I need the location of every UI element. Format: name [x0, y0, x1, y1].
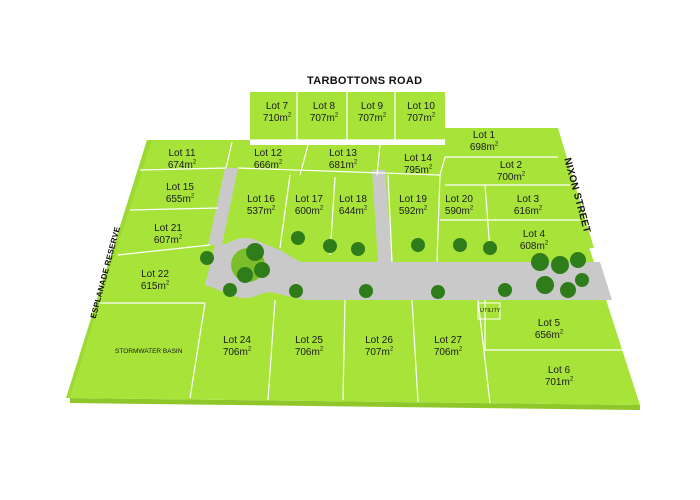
lot-label: Lot 9 707m2	[358, 101, 386, 125]
lot-name: Lot 5	[537, 318, 561, 329]
lot-area: 592m2	[398, 205, 428, 217]
lot-area: 707m2	[364, 346, 394, 358]
lot-label: Lot 18 644m2	[339, 194, 367, 218]
utility-box	[477, 302, 501, 320]
lot-name: Lot 2	[499, 160, 523, 171]
lot-area: 537m2	[246, 205, 276, 217]
lot-area: 706m2	[433, 346, 463, 358]
lot-name: Lot 21	[154, 223, 182, 234]
lot-area: 701m2	[544, 376, 574, 388]
lot-area: 700m2	[496, 171, 526, 183]
lot-area: 706m2	[222, 346, 252, 358]
lot-name: Lot 1	[472, 130, 496, 141]
lot-name: Lot 11	[168, 148, 196, 159]
lot-area: 707m2	[309, 112, 339, 124]
map-side-shade	[70, 398, 640, 410]
lot-label: Lot 19 592m2	[399, 194, 427, 218]
lot-area: 616m2	[513, 205, 543, 217]
lot-name: Lot 7	[265, 101, 289, 112]
lot-label: Lot 24 706m2	[223, 335, 251, 359]
lot-label: Lot 7 710m2	[263, 101, 291, 125]
lot-label: Lot 22 615m2	[141, 269, 169, 293]
lot-label: Lot 21 607m2	[154, 223, 182, 247]
lot-label: Lot 8 707m2	[310, 101, 338, 125]
lot-name: Lot 15	[166, 182, 194, 193]
lot-area: 707m2	[406, 112, 436, 124]
lot-area: 698m2	[469, 141, 499, 153]
lot-label: Lot 11 674m2	[168, 148, 196, 172]
lot-name: Lot 19	[399, 194, 427, 205]
lot-label: Lot 26 707m2	[365, 335, 393, 359]
lot-label: Lot 12 666m2	[254, 148, 282, 172]
lot-label: Lot 16 537m2	[247, 194, 275, 218]
lot-area: 706m2	[294, 346, 324, 358]
lot-label: Lot 25 706m2	[295, 335, 323, 359]
lot-label: Lot 14 795m2	[404, 153, 432, 177]
lot-label: Lot 13 681m2	[329, 148, 357, 172]
lot-name: Lot 22	[141, 269, 169, 280]
esplanade-reserve-strip	[66, 140, 152, 398]
lot-area: 656m2	[534, 329, 564, 341]
lot-label: Lot 17 600m2	[295, 194, 323, 218]
street-trees	[200, 231, 589, 299]
lot-label: Lot 3 616m2	[514, 194, 542, 218]
lot-name: Lot 17	[295, 194, 323, 205]
lot-name: Lot 13	[329, 148, 357, 159]
lot-area: 707m2	[357, 112, 387, 124]
lot-area: 795m2	[403, 164, 433, 176]
lot-boundaries	[100, 92, 628, 404]
lot-area: 607m2	[153, 234, 183, 246]
lot-label: Lot 20 590m2	[445, 194, 473, 218]
lot-label: Lot 10 707m2	[407, 101, 435, 125]
lot-area: 666m2	[253, 159, 283, 171]
stormwater-basin-label: STORMWATER BASIN	[115, 348, 183, 355]
lot-label: Lot 1 698m2	[470, 130, 498, 154]
lot-name: Lot 6	[547, 365, 571, 376]
lot-area: 655m2	[165, 193, 195, 205]
lot-label: Lot 2 700m2	[497, 160, 525, 184]
lot-name: Lot 26	[365, 335, 393, 346]
lot-name: Lot 8	[312, 101, 336, 112]
road-label-north: TARBOTTONS ROAD	[307, 75, 423, 87]
lot-area: 644m2	[338, 205, 368, 217]
lot-name: Lot 10	[407, 101, 435, 112]
lot-label: Lot 5 656m2	[535, 318, 563, 342]
lot-area: 590m2	[444, 205, 474, 217]
lot-name: Lot 27	[434, 335, 462, 346]
lot-name: Lot 18	[339, 194, 367, 205]
lot-area: 608m2	[519, 240, 549, 252]
lot-label: Lot 6 701m2	[545, 365, 573, 389]
lot-label: Lot 27 706m2	[434, 335, 462, 359]
lot-area: 674m2	[167, 159, 197, 171]
lot-name: Lot 25	[295, 335, 323, 346]
utility-label: UTILITY	[480, 308, 501, 314]
lot-name: Lot 24	[223, 335, 251, 346]
lot-name: Lot 9	[360, 101, 384, 112]
lot-area: 600m2	[294, 205, 324, 217]
lot-name: Lot 4	[522, 229, 546, 240]
lot-area: 681m2	[328, 159, 358, 171]
lot-area: 710m2	[262, 112, 292, 124]
lot-name: Lot 12	[254, 148, 282, 159]
lot-label: Lot 15 655m2	[166, 182, 194, 206]
lot-area: 615m2	[140, 280, 170, 292]
lot-name: Lot 16	[247, 194, 275, 205]
lot-name: Lot 20	[445, 194, 473, 205]
lot-name: Lot 3	[516, 194, 540, 205]
lot-name: Lot 14	[404, 153, 432, 164]
lot-label: Lot 4 608m2	[520, 229, 548, 253]
